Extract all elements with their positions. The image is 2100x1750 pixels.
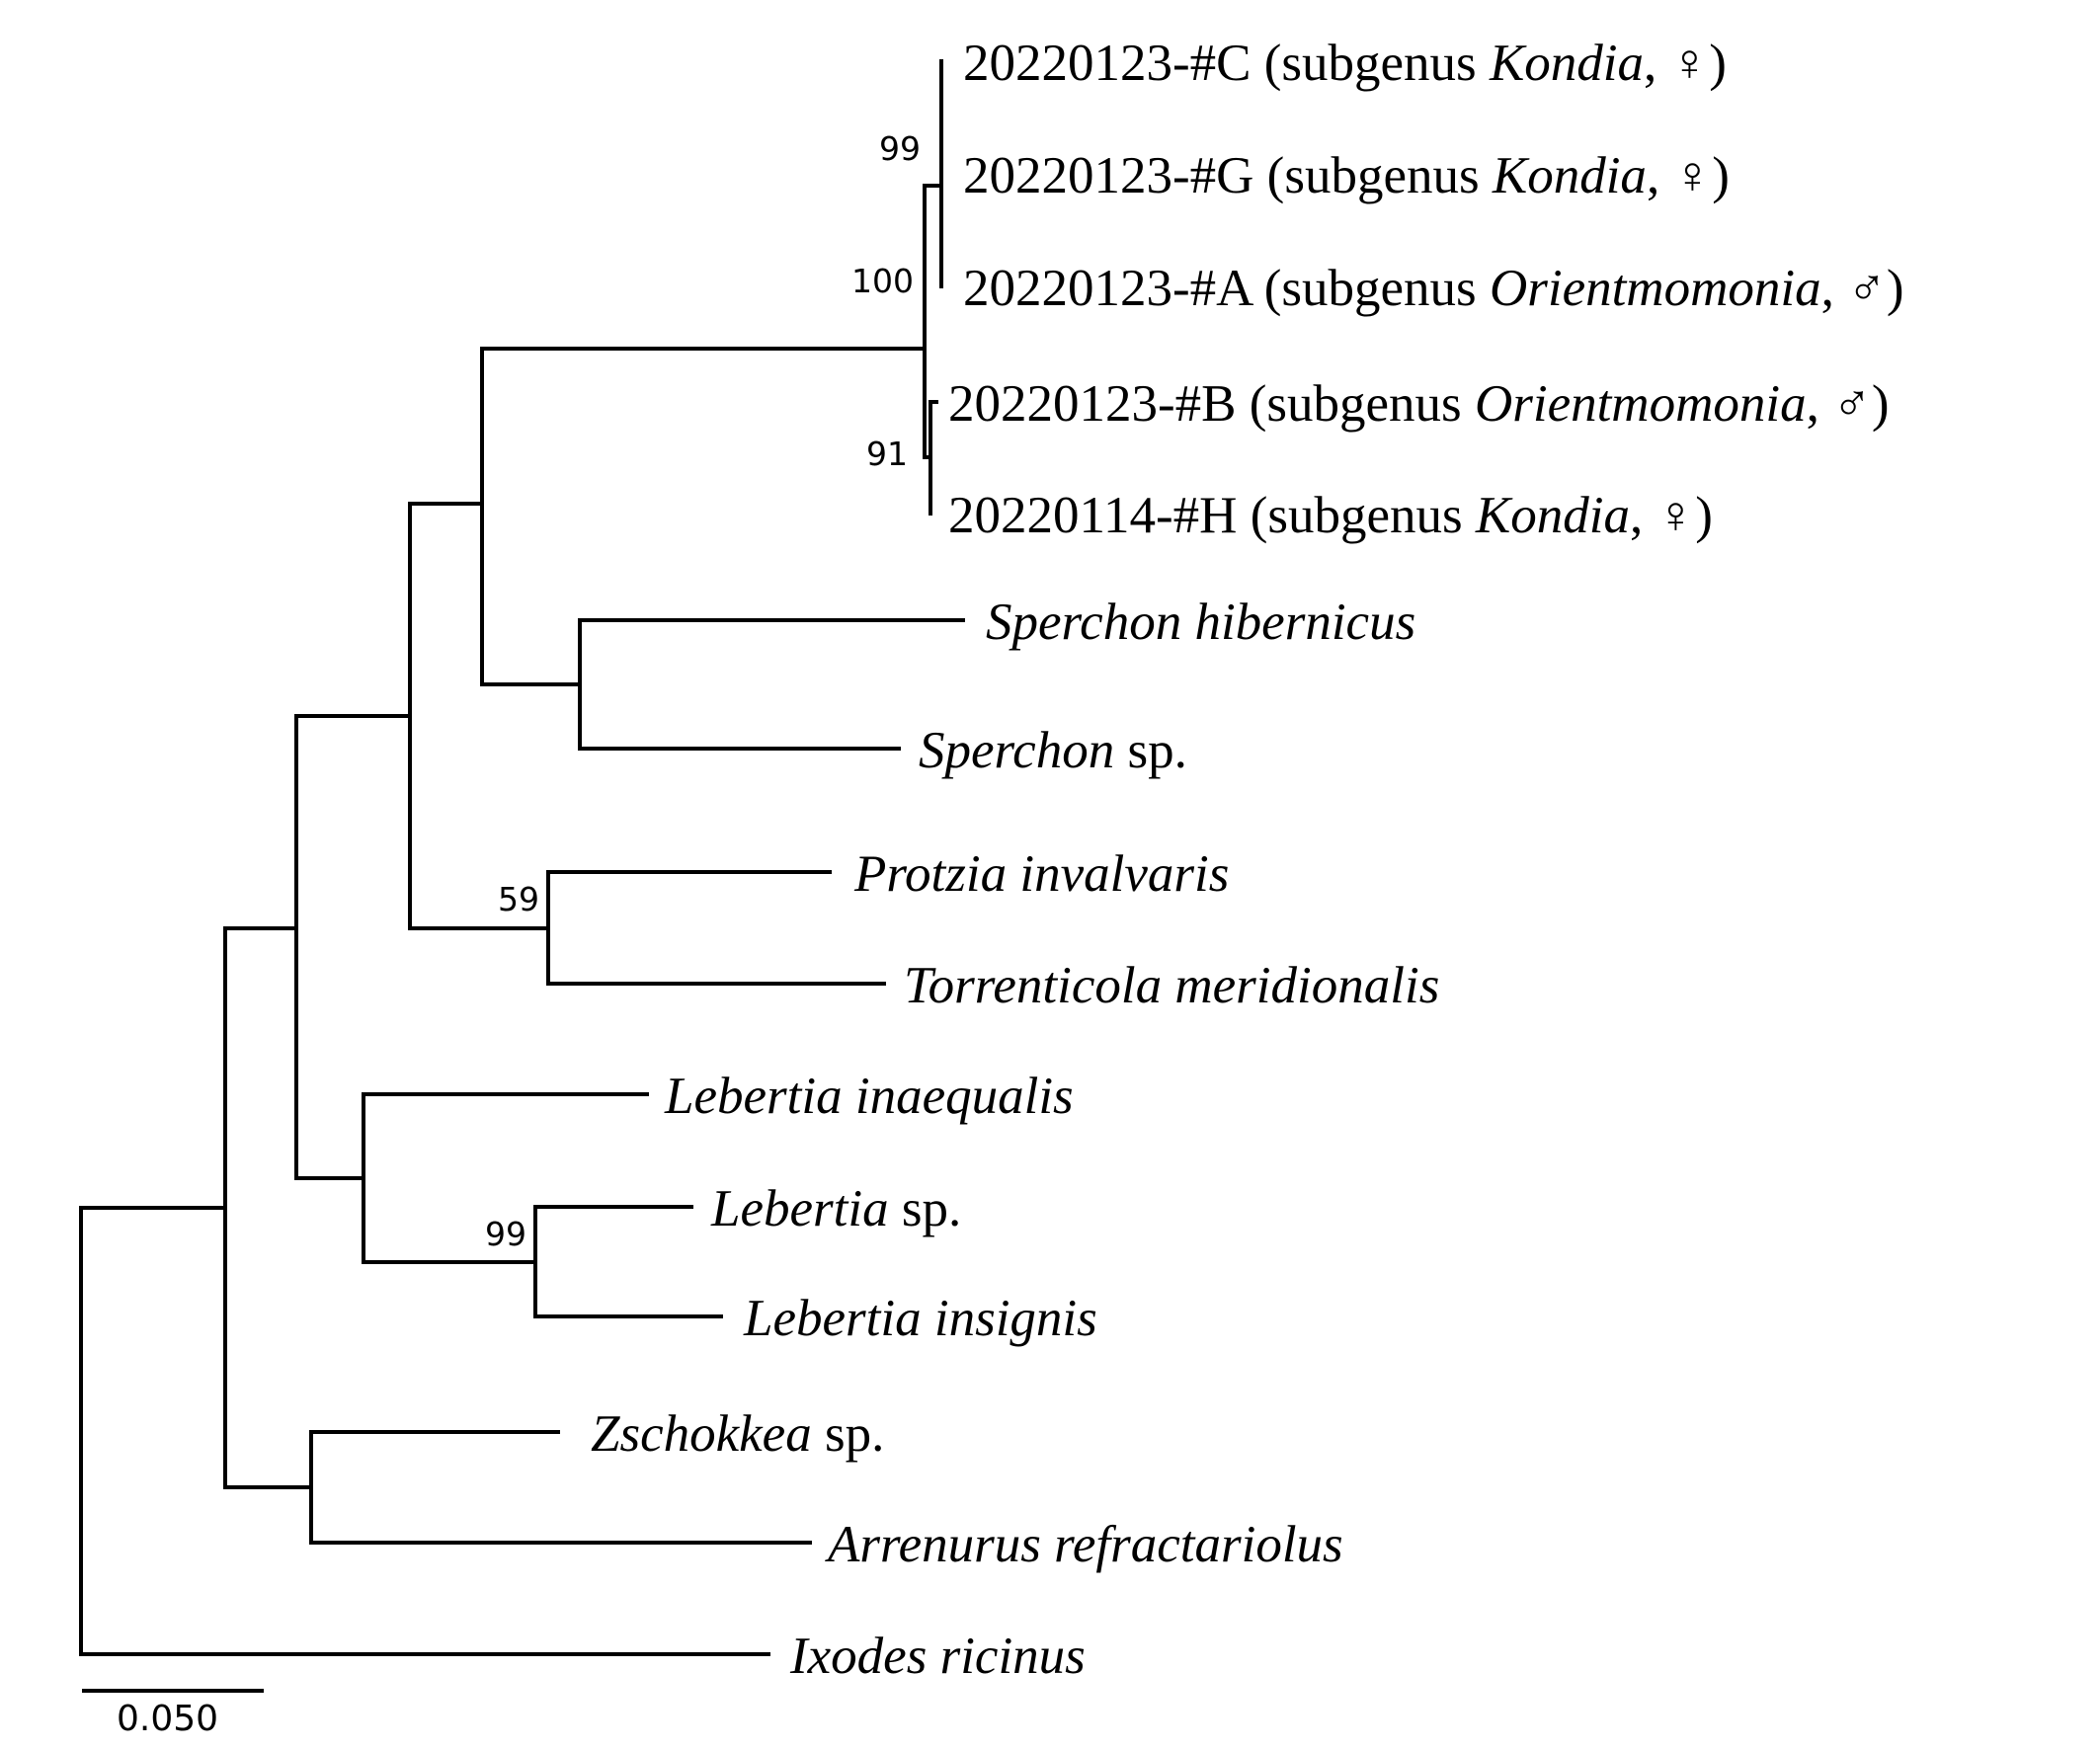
taxon-label-part: 20220123-#B (subgenus [948,375,1475,433]
taxon-label-part: sp. [812,1405,885,1463]
taxon-label-part: , ♀) [1644,35,1727,92]
taxon-label-part: , ♂) [1807,375,1890,433]
taxon-label-iric: Ixodes ricinus [789,1628,1086,1685]
taxon-label-part: Kondia [1489,35,1644,92]
taxon-label-part: , ♂) [1821,260,1904,317]
taxon-label-part: sp. [889,1180,962,1237]
support-value-lsi: 99 [485,1215,526,1253]
scale-bar: 0.050 [82,1689,264,1739]
scale-bar-label: 0.050 [117,1699,218,1739]
taxon-label-linae: Lebertia inaequalis [664,1068,1074,1125]
taxon-label-part: Kondia [1475,487,1630,544]
taxon-label-part: Orientmomonia [1490,260,1821,317]
support-value-bh: 91 [866,435,908,473]
taxon-labels: 20220123-#C (subgenus Kondia, ♀)20220123… [591,35,1904,1685]
taxon-label-part: Zschokkea [591,1405,812,1463]
taxon-label-part: Sperchon hibernicus [986,594,1415,651]
support-value-cg: 99 [879,129,921,168]
taxon-label-b: 20220123-#B (subgenus Orientmomonia, ♂) [948,375,1890,433]
taxon-label-a: 20220123-#A (subgenus Orientmomonia, ♂) [963,260,1904,317]
taxon-label-part: Protzia invalvaris [853,845,1229,903]
taxon-label-part: Lebertia insignis [743,1290,1097,1347]
taxon-label-pinv: Protzia invalvaris [853,845,1229,903]
taxon-label-part: , ♀) [1647,147,1730,204]
taxon-label-part: , ♀) [1630,487,1713,544]
taxon-label-part: Sperchon [919,722,1114,779]
taxon-label-part: Orientmomonia [1475,375,1807,433]
taxon-label-aref: Arrenurus refractariolus [825,1516,1343,1573]
taxon-label-lsp: Lebertia sp. [710,1180,961,1237]
support-value-pt: 59 [498,880,539,918]
taxon-label-g: 20220123-#G (subgenus Kondia, ♀) [963,147,1730,204]
taxon-label-part: Torrenticola meridionalis [904,957,1439,1014]
taxon-label-part: Arrenurus refractariolus [825,1516,1343,1573]
taxon-label-part: Lebertia inaequalis [664,1068,1074,1125]
taxon-label-ssp: Sperchon sp. [919,722,1187,779]
taxon-label-part: Ixodes ricinus [789,1628,1086,1685]
taxon-label-part: 20220123-#C (subgenus [963,35,1490,92]
taxon-label-part: 20220114-#H (subgenus [948,487,1476,544]
taxon-label-h: 20220114-#H (subgenus Kondia, ♀) [948,487,1713,544]
taxon-label-part: sp. [1114,722,1187,779]
taxon-label-part: Kondia [1492,147,1647,204]
support-value-core: 100 [851,262,914,300]
taxon-label-part: 20220123-#A (subgenus [963,260,1490,317]
taxon-label-tmer: Torrenticola meridionalis [904,957,1439,1014]
taxon-label-part: Lebertia [710,1180,889,1237]
tree-branches [79,59,965,1656]
support-values: 99 100 91 59 99 [485,129,921,1253]
taxon-label-part: 20220123-#G (subgenus [963,147,1493,204]
taxon-label-lins: Lebertia insignis [743,1290,1097,1347]
taxon-label-c: 20220123-#C (subgenus Kondia, ♀) [963,35,1727,92]
taxon-label-shib: Sperchon hibernicus [986,594,1415,651]
taxon-label-zsp: Zschokkea sp. [591,1405,884,1463]
